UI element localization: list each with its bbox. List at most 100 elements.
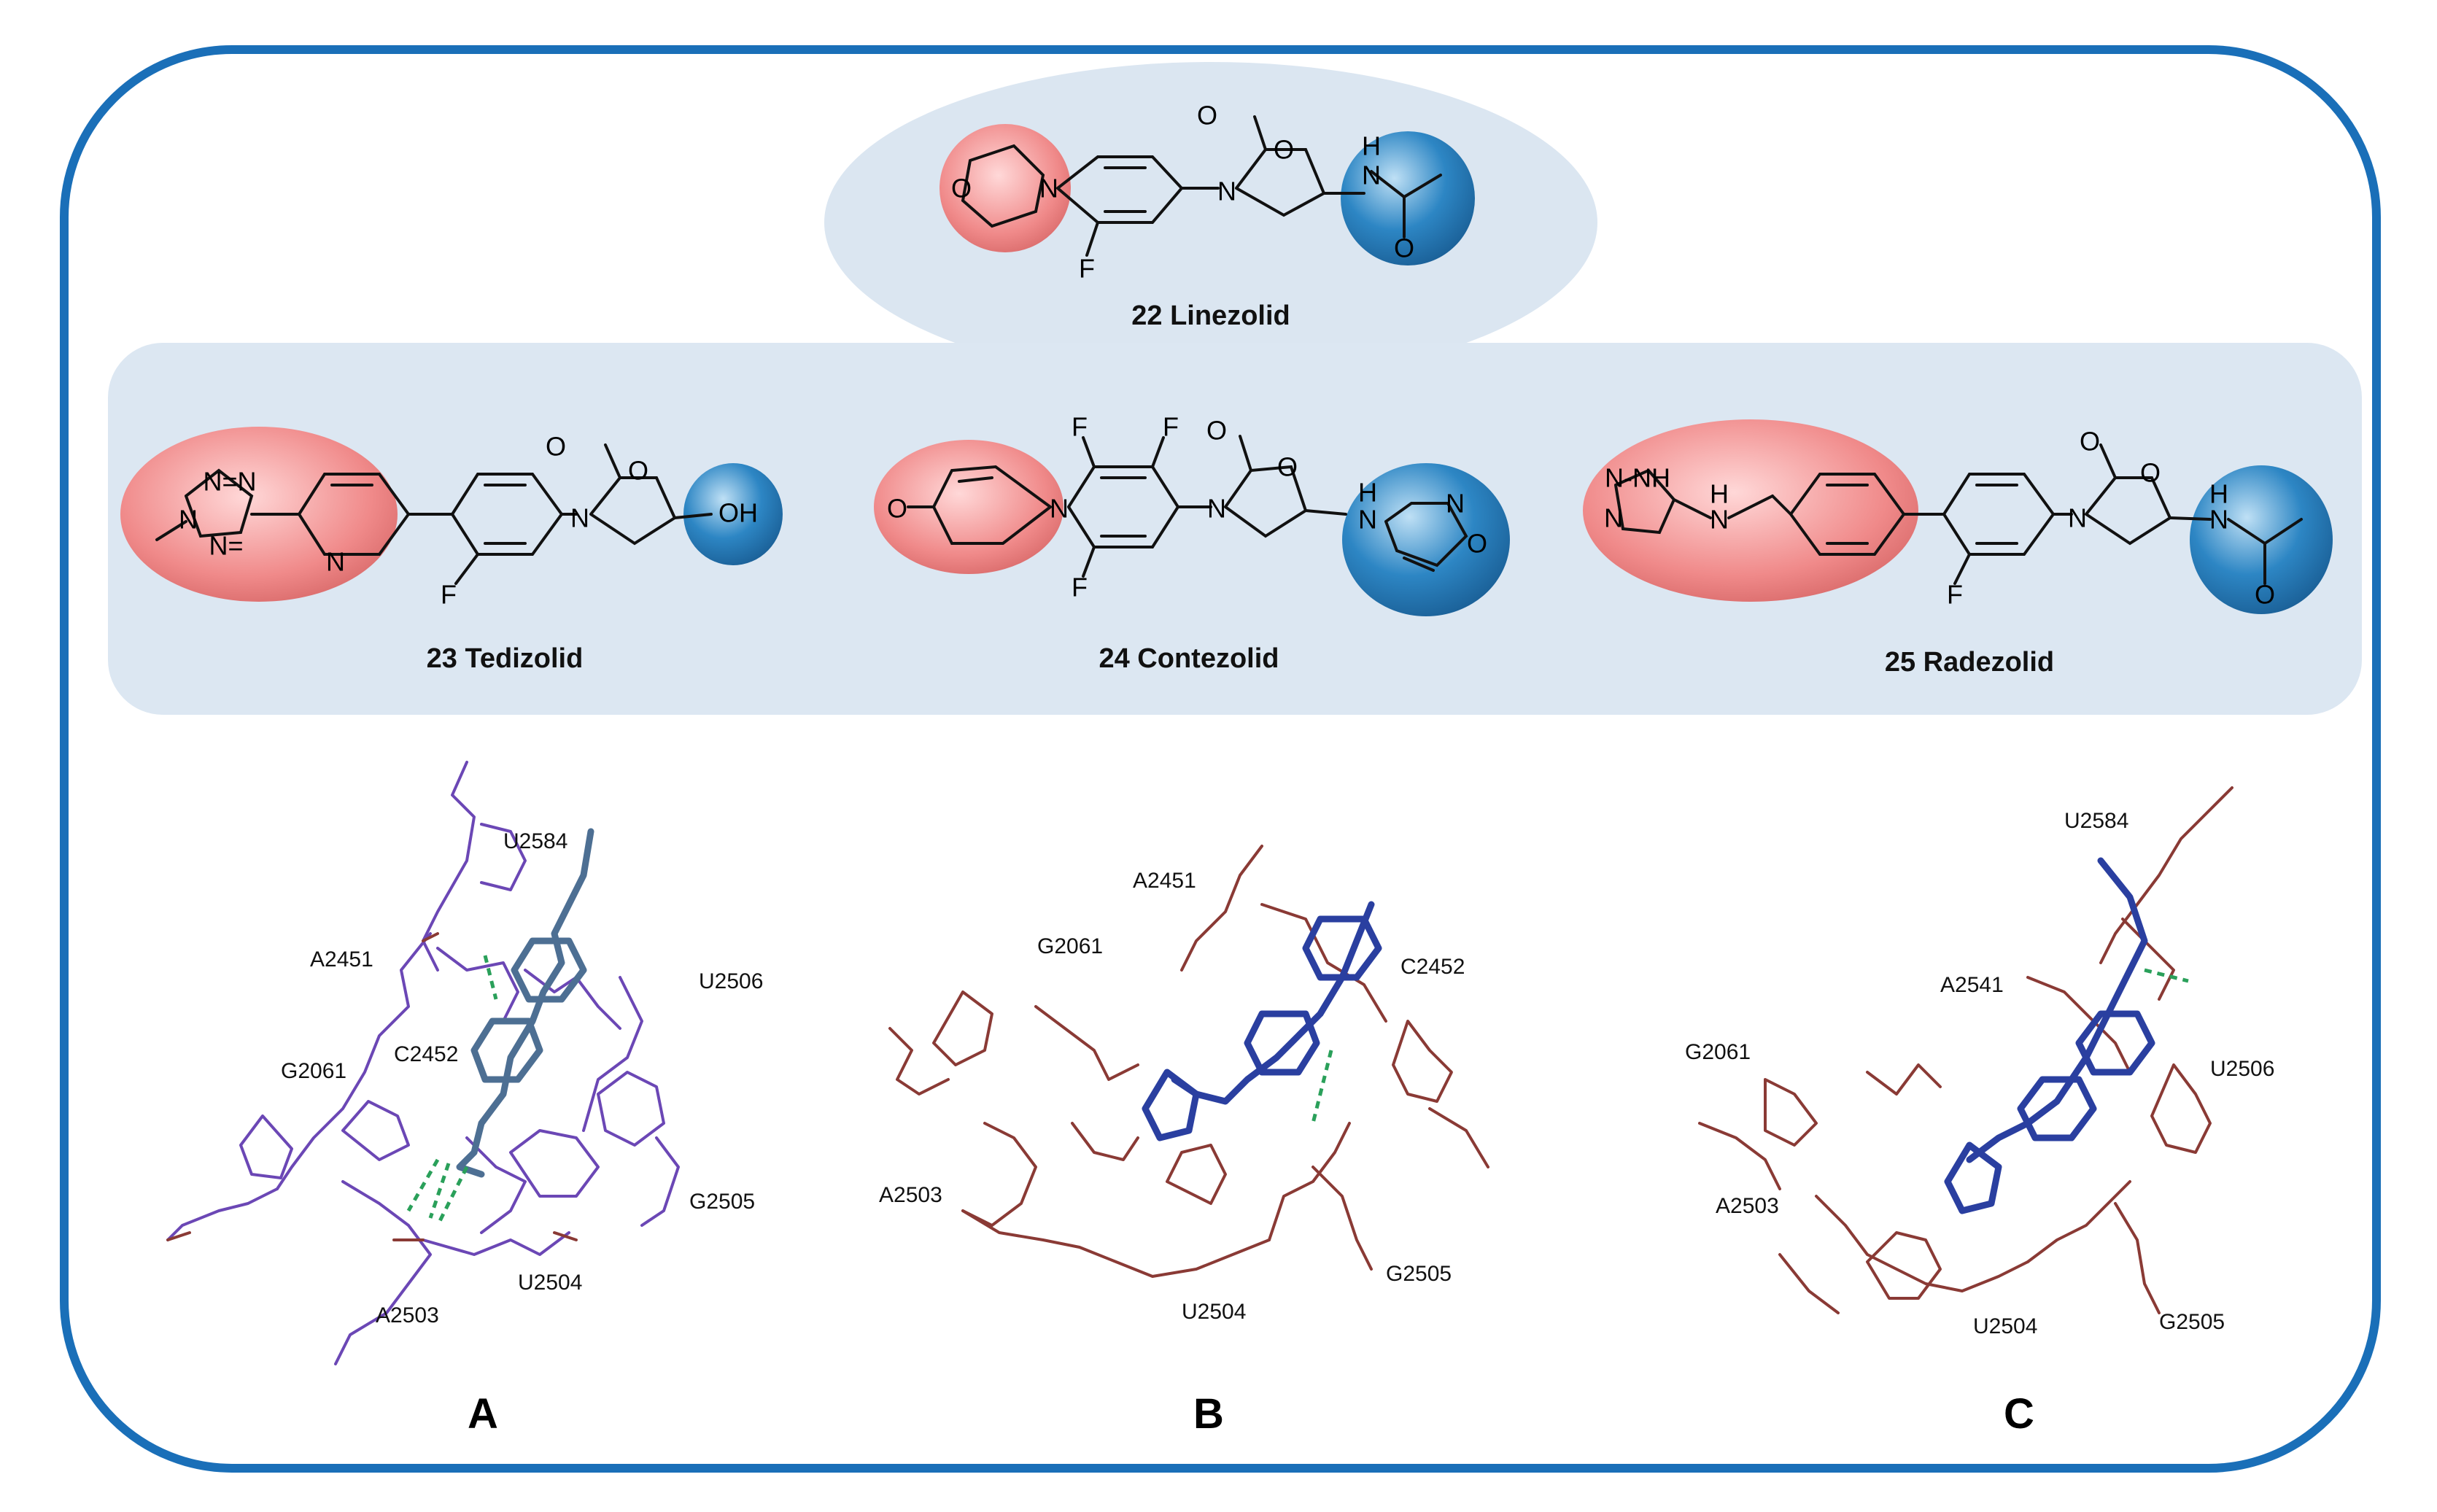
tedizolid-atom-o-ring: O: [628, 456, 648, 486]
contezolid-atom-o-carbonyl: O: [1206, 416, 1227, 446]
panel-c-rna-stick-9: [2114, 1202, 2161, 1314]
panel-a-rna-brown-0: [422, 932, 439, 942]
panel-a-rna-stick-3: [239, 1114, 293, 1179]
contezolid-atom-n-oxaz: N: [1207, 494, 1226, 524]
residue-label-a-u2504: U2504: [518, 1271, 582, 1295]
panel-b-ligand-stick-2: [1244, 1010, 1320, 1076]
outer-frame: [60, 45, 2381, 1473]
tedizolid-atom-n-oxaz: N: [570, 503, 589, 533]
panel-a-rna-stick-4: [341, 1100, 410, 1161]
panel-b-rna-stick-2: [932, 990, 993, 1066]
contezolid-atom-f2: F: [1163, 412, 1179, 442]
panel-a-hbond-2: [428, 1163, 451, 1219]
linezolid-atom-n2: N: [1217, 177, 1236, 206]
contezolid-atom-isox-n: N: [1446, 489, 1465, 519]
panel-c-rna-stick-6: [1815, 1195, 2029, 1292]
contezolid-atom-o-ring: O: [1277, 452, 1298, 482]
panel-a-ligand-stick-3: [456, 1149, 485, 1178]
residue-label-a-g2061: G2061: [281, 1059, 346, 1083]
panel-c-rna-stick-2: [2026, 976, 2131, 1074]
linezolid-atom-o: O: [951, 174, 972, 203]
panel-c-ligand-stick-3: [1944, 1141, 2002, 1214]
radezolid-structure: N-NH N N H F N O O N H O 25 Radezolid: [1583, 419, 2333, 678]
panel-c-rna-stick-10: [1778, 1253, 1840, 1314]
contezolid-atom-isox-o: O: [1467, 529, 1487, 559]
residue-label-c-u2506: U2506: [2210, 1057, 2274, 1081]
panel-label-c: C: [2004, 1390, 2034, 1438]
radezolid-atom-nh-h: H: [1710, 479, 1729, 509]
linezolid-atom-o-carbonyl: O: [1197, 101, 1217, 131]
panel-b-rna-stick-7: [1312, 1166, 1373, 1271]
residue-label-c-u2584: U2584: [2064, 809, 2128, 833]
panel-a-ligand-stick-1: [511, 937, 587, 1003]
acetamide-highlight: [1341, 131, 1475, 265]
radezolid-atom-nh2-h: H: [2209, 479, 2228, 509]
tedizolid-atom-n-pyridine: N: [326, 547, 345, 577]
panel-a-ligand-stick-0: [470, 828, 594, 1156]
contezolid-atom-o-ketone: O: [887, 494, 907, 524]
panel-a-rna-brown-3: [166, 1231, 191, 1241]
residue-label-a-u2584: U2584: [503, 829, 567, 853]
residue-label-a-g2505: G2505: [689, 1190, 755, 1214]
panel-a-hbond-1: [406, 1158, 440, 1212]
panel-b-rna-stick-0: [1180, 845, 1263, 972]
contezolid-atom-nh-h: H: [1358, 478, 1377, 508]
tedizolid-atom-n-methyl: N: [179, 505, 198, 535]
panel-b-rna-stick-5: [961, 1209, 1271, 1278]
hydroxymethyl-highlight: [683, 463, 783, 565]
residue-label-c-g2505: G2505: [2159, 1310, 2225, 1334]
panel-a-rna-stick-14: [465, 1136, 527, 1234]
residue-label-a-a2503: A2503: [376, 1303, 439, 1327]
panel-a-rna-stick-8: [597, 1071, 665, 1147]
panel-a-rna-stick-7: [509, 1129, 600, 1198]
panel-a-rna-brown-2: [553, 1231, 578, 1241]
compound-label-23: 23 Tedizolid: [427, 643, 584, 674]
isoxazolylamino-highlight: [1342, 463, 1510, 616]
panel-c-hbond-0: [2144, 968, 2189, 983]
panel-c-rna-stick-8: [2150, 1063, 2212, 1154]
panel-a-rna-stick-13: [436, 947, 519, 1023]
panel-c-ligand-stick-2: [2017, 1076, 2097, 1141]
panel-b-rna-stick-12: [1071, 1122, 1139, 1161]
panel-a-rna-stick-1: [276, 932, 432, 1190]
linezolid-atom-n: N: [1039, 174, 1058, 203]
panel-b-ligand-stick-0: [1171, 901, 1375, 1105]
residue-label-c-a2541: A2541: [1940, 973, 2004, 997]
linezolid-atom-nh-h: H: [1362, 131, 1381, 161]
linezolid-atom-o-amide: O: [1394, 233, 1414, 263]
radezolid-atom-f: F: [1947, 580, 1963, 610]
residue-label-a-u2506: U2506: [699, 969, 763, 993]
residue-label-b-u2504: U2504: [1182, 1300, 1246, 1324]
residue-label-a-c2452: C2452: [394, 1042, 458, 1066]
panel-a-rna-stick-0: [422, 761, 476, 972]
docking-panel-b: A2451 G2061 C2452 A2503 G2505 U2504 B: [879, 845, 1489, 1438]
panel-c-rna-stick-5: [1698, 1122, 1781, 1190]
contezolid-atom-nh-n: N: [1358, 505, 1377, 535]
triazolyl-benzylamine-highlight: [1583, 419, 1918, 602]
panel-b-rna-stick-4: [961, 1122, 1037, 1227]
panel-b-rna-stick-3: [1034, 1005, 1139, 1081]
linezolid-atom-nh-n: N: [1362, 160, 1381, 190]
compound-label-24: 24 Contezolid: [1099, 643, 1279, 674]
tedizolid-atom-o-carbonyl: O: [546, 432, 566, 462]
tedizolid-atom-f: F: [441, 580, 457, 610]
panel-label-b: B: [1193, 1390, 1224, 1438]
panel-a-ligand-stick-2: [470, 1017, 543, 1083]
panel-c-ligand-stick-0: [1966, 857, 2148, 1163]
panel-c-rna-stick-3: [1866, 1063, 1942, 1096]
panel-a-rna-stick-6: [422, 1231, 570, 1256]
residue-label-b-a2451: A2451: [1133, 869, 1196, 893]
panel-a-rna-stick-9: [582, 976, 643, 1132]
radezolid-atom-o-carbonyl: O: [2080, 427, 2100, 457]
residue-label-c-g2061: G2061: [1685, 1040, 1751, 1064]
residue-label-a-a2451: A2451: [310, 947, 373, 972]
tedizolid-atom-oh: OH: [718, 498, 758, 528]
linezolid-atom-f: F: [1079, 254, 1095, 284]
panel-b-rna-stick-9: [1428, 1107, 1489, 1168]
contezolid-structure: O N F F F N O O N H N O 24 Contezolid: [874, 412, 1510, 674]
panel-c-rna-stick-4: [1764, 1078, 1818, 1147]
compound-label-25: 25 Radezolid: [1885, 647, 2054, 678]
panel-a-rna-stick-12: [480, 823, 527, 891]
panel-c-rna-stick-0: [2099, 786, 2233, 964]
